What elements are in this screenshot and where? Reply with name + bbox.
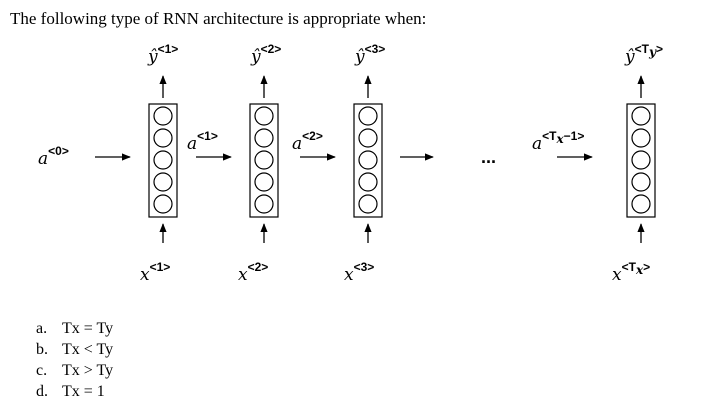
svg-text:ŷ<2>: ŷ<2> [250,42,281,67]
option-letter: a. [36,320,48,337]
svg-text:ŷ<Ty>: ŷ<Ty> [624,42,663,67]
activation-label-2: a<2> [292,129,323,154]
input-label-2: x<2> [238,260,268,285]
svg-text:ŷ<3>: ŷ<3> [354,42,385,67]
option-text: Tx > Ty [62,362,114,379]
initial-activation-label: a<0> [38,144,69,169]
svg-text:a<2>: a<2> [292,129,323,154]
ellipsis: ... [481,147,496,167]
rnn-cell-last [626,103,656,218]
option-a[interactable]: a. Tx = Ty [36,318,113,339]
svg-text:ŷ<1>: ŷ<1> [147,42,178,67]
rnn-cell-2 [249,103,279,218]
input-label-3: x<3> [344,260,374,285]
answer-options: a. Tx = Ty b. Tx < Ty c. Tx > Ty d. Tx = 1 [36,318,113,402]
output-label-2: ŷ<2> [250,42,281,67]
option-d[interactable]: d. Tx = 1 [36,381,113,402]
option-letter: b. [36,341,48,358]
svg-text:x<2>: x<2> [238,260,268,285]
question-text: The following type of RNN architecture i… [10,9,427,28]
option-b[interactable]: b. Tx < Ty [36,339,113,360]
input-label-1: x<1> [140,260,170,285]
rnn-cell-3 [353,103,383,218]
activation-label-1: a<1> [187,129,218,154]
output-label-1: ŷ<1> [147,42,178,67]
input-label-last: x<Tx> [612,260,650,285]
svg-text:x<Tx>: x<Tx> [612,260,650,285]
option-text: Tx = Ty [62,320,114,337]
option-c[interactable]: c. Tx > Ty [36,360,113,381]
option-text: Tx < Ty [62,341,114,358]
output-label-last: ŷ<Ty> [624,42,663,67]
option-letter: c. [36,362,48,379]
option-text: Tx = 1 [62,383,105,400]
svg-text:a<1>: a<1> [187,129,218,154]
rnn-architecture-diagram: a<0> ŷ<1> ŷ<2> [38,42,663,285]
output-label-3: ŷ<3> [354,42,385,67]
rnn-cell-1 [148,103,178,218]
svg-text:x<3>: x<3> [344,260,374,285]
activation-label-last: a<Tx−1> [532,129,584,154]
svg-text:x<1>: x<1> [140,260,170,285]
svg-text:a<0>: a<0> [38,144,69,169]
option-letter: d. [36,383,48,400]
svg-text:a<Tx−1>: a<Tx−1> [532,129,584,154]
